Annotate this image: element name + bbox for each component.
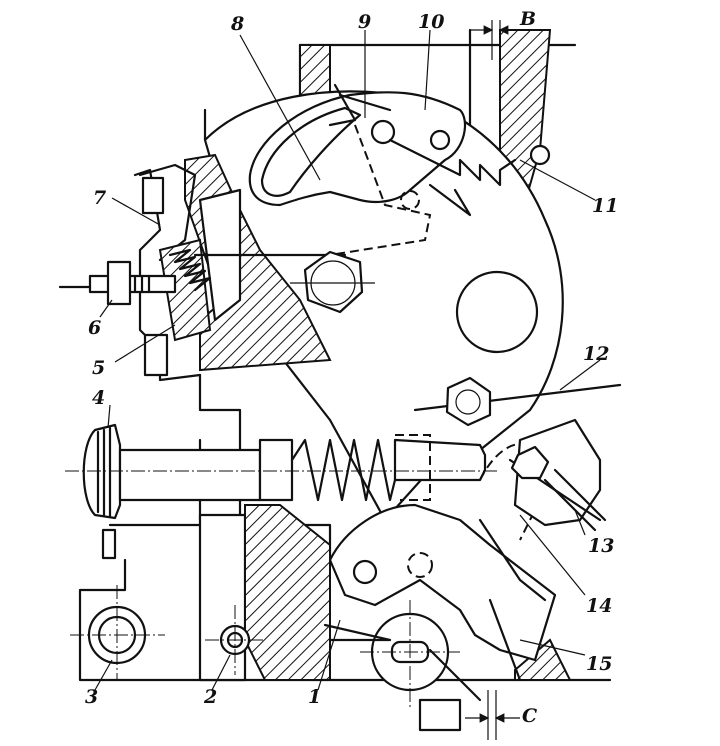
label-9: 9 xyxy=(358,11,371,33)
label-2: 2 xyxy=(203,686,217,708)
label-6: 6 xyxy=(88,317,101,339)
leader-lines xyxy=(94,29,601,691)
pivot-hole xyxy=(455,270,539,354)
part-2-screw xyxy=(205,605,265,675)
label-5: 5 xyxy=(92,357,105,379)
part-3-bolt xyxy=(70,585,165,680)
label-13: 13 xyxy=(588,535,614,557)
part-12-nut xyxy=(413,376,622,427)
label-3: 3 xyxy=(85,686,98,708)
part-8-lever xyxy=(248,91,467,210)
label-1: 1 xyxy=(308,686,321,708)
dimension-c xyxy=(465,690,520,740)
dim-label-c: C xyxy=(522,705,537,727)
label-8: 8 xyxy=(230,13,244,35)
part-4-screw xyxy=(65,423,500,520)
dim-label-b: B xyxy=(519,8,536,30)
label-14: 14 xyxy=(586,595,612,617)
label-11: 11 xyxy=(592,195,618,217)
latch-assembly xyxy=(328,83,551,256)
dimension-b xyxy=(470,20,525,60)
label-7: 7 xyxy=(93,187,106,209)
hex-nut-center xyxy=(290,250,375,314)
label-12: 12 xyxy=(583,343,609,365)
left-housing xyxy=(58,153,347,382)
label-10: 10 xyxy=(418,11,444,33)
parts-13-15 xyxy=(478,418,607,682)
label-15: 15 xyxy=(586,653,612,675)
label-4: 4 xyxy=(92,387,105,409)
